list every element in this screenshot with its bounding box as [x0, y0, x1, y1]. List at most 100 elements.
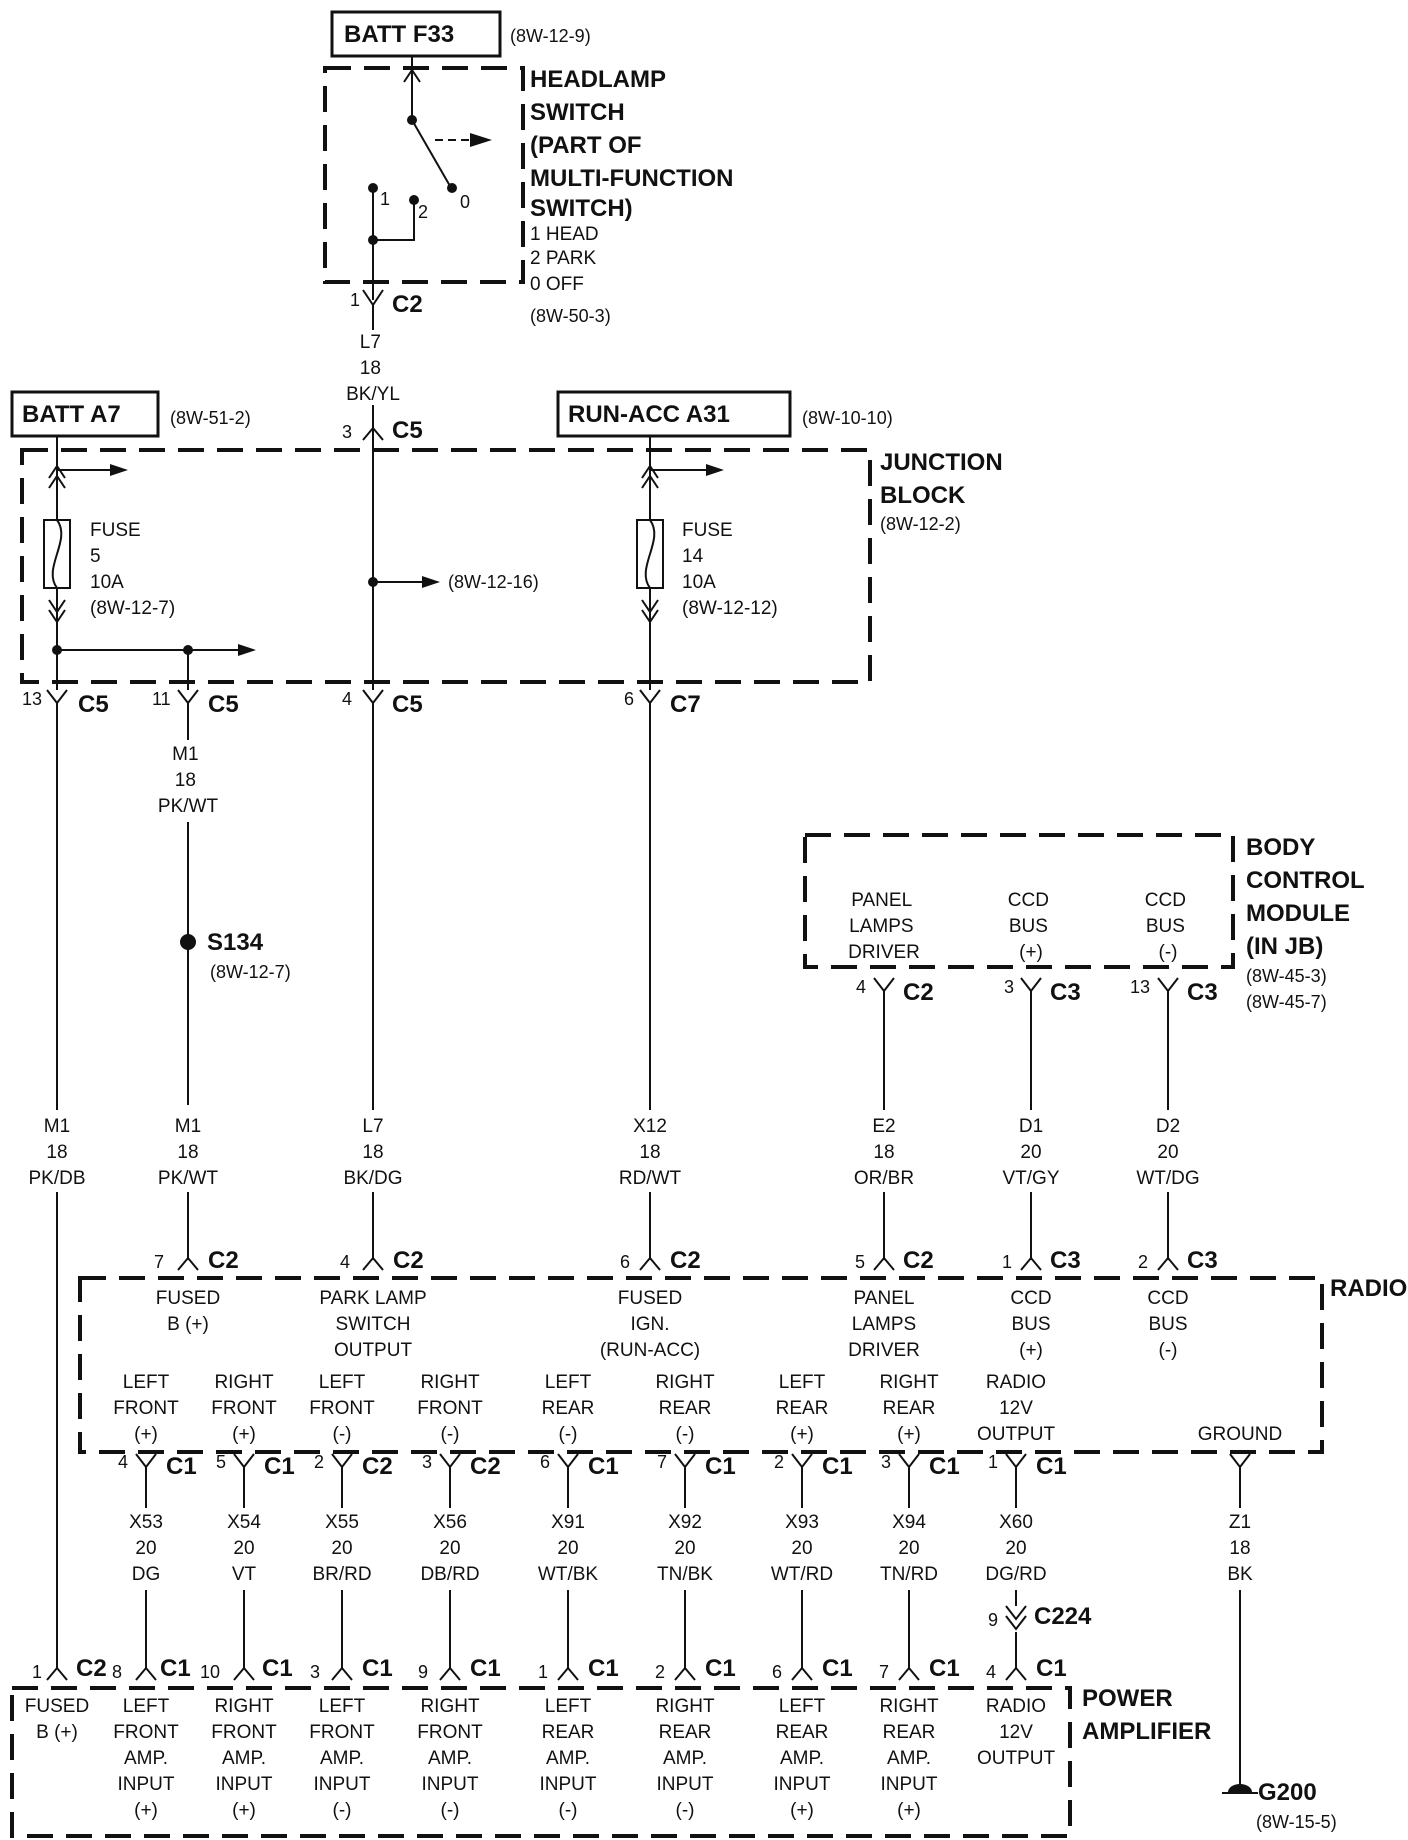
svg-text:13: 13	[1130, 977, 1150, 997]
batt-f33-label: BATT F33	[344, 21, 454, 48]
svg-text:4: 4	[340, 1252, 350, 1272]
jb-out-4-pin: 4	[342, 689, 352, 709]
svg-text:C3: C3	[1187, 979, 1218, 1006]
svg-text:GROUND: GROUND	[1198, 1424, 1282, 1445]
svg-text:7: 7	[154, 1252, 164, 1272]
svg-text:C3: C3	[1187, 1247, 1218, 1274]
headlamp-switch-title: HEADLAMP SWITCH (PART OF MULTI-FUNCTION …	[530, 66, 740, 222]
fuse-5-text: FUSE 5 10A (8W-12-7)	[90, 520, 175, 619]
svg-text:3: 3	[881, 1452, 891, 1472]
switch-c2-name: C2	[392, 291, 423, 318]
run-acc-a31-box	[556, 390, 792, 438]
bcm-pin-ccd-plus: CCD BUS (+) 3 C3	[1004, 890, 1081, 1006]
svg-text:6: 6	[540, 1452, 550, 1472]
svg-text:C1: C1	[166, 1453, 197, 1480]
jb-out-11-name: C5	[208, 691, 239, 718]
amplifier-title: POWER AMPLIFIER	[1082, 1685, 1211, 1745]
svg-text:5: 5	[216, 1452, 226, 1472]
switch-pos-0: 0	[460, 192, 470, 212]
jb-in-pin: 3	[342, 422, 352, 442]
svg-text:C1: C1	[929, 1655, 960, 1682]
switch-pos-2: 2	[418, 202, 428, 222]
wire-m1-short: M1 18 PK/WT	[158, 744, 219, 817]
svg-text:C1: C1	[588, 1453, 619, 1480]
svg-text:3: 3	[310, 1662, 320, 1682]
jb-out-11-pin: 11	[152, 689, 171, 709]
svg-text:3: 3	[422, 1452, 432, 1472]
svg-text:3: 3	[1004, 977, 1014, 997]
jb-out-13-name: C5	[78, 691, 109, 718]
svg-text:1: 1	[538, 1662, 548, 1682]
svg-text:C1: C1	[822, 1453, 853, 1480]
svg-text:(8W-15-5): (8W-15-5)	[1256, 1812, 1337, 1832]
svg-text:C3: C3	[1050, 979, 1081, 1006]
svg-text:C1: C1	[264, 1453, 295, 1480]
svg-text:C1: C1	[1036, 1453, 1067, 1480]
svg-text:C1: C1	[929, 1453, 960, 1480]
svg-text:C1: C1	[262, 1655, 293, 1682]
inline-connector-c224: 9 C224	[988, 1603, 1092, 1631]
svg-text:C3: C3	[1050, 1247, 1081, 1274]
fuse-14-text: FUSE 14 10A (8W-12-12)	[682, 520, 778, 619]
batt-f33-ref: (8W-12-9)	[510, 26, 591, 46]
run-acc-a31-ref: (8W-10-10)	[802, 408, 893, 428]
bcm-title: BODY CONTROL MODULE (IN JB)	[1246, 834, 1371, 960]
splice-s134-ref: (8W-12-7)	[210, 962, 291, 982]
run-acc-a31-label: RUN-ACC A31	[568, 401, 730, 428]
svg-text:C2: C2	[903, 1247, 934, 1274]
svg-text:C2: C2	[470, 1453, 501, 1480]
svg-text:C2: C2	[670, 1247, 701, 1274]
svg-text:8: 8	[112, 1662, 122, 1682]
headlamp-switch-ref: (8W-50-3)	[530, 306, 611, 326]
svg-text:C2: C2	[208, 1247, 239, 1274]
svg-text:4: 4	[118, 1452, 128, 1472]
switch-c2-pin: 1	[350, 290, 360, 310]
batt-f33-box	[330, 10, 502, 58]
svg-text:PANEL LAMPS DRIVER: PANEL LAMPS DRIVER	[848, 890, 920, 963]
batt-a7-label: BATT A7	[22, 401, 121, 428]
bcm-pin-panel-lamps: PANEL LAMPS DRIVER 4 C2	[848, 890, 934, 1006]
wire-l7-top: L7 18 BK/YL	[346, 332, 400, 405]
switch-pos-1: 1	[380, 189, 390, 209]
svg-text:4: 4	[986, 1662, 996, 1682]
svg-text:9: 9	[418, 1662, 428, 1682]
svg-text:CCD BUS (-): CCD BUS (-)	[1145, 890, 1191, 963]
batt-a7-ref: (8W-51-2)	[170, 408, 251, 428]
svg-text:1: 1	[988, 1452, 998, 1472]
radio-title: RADIO	[1330, 1275, 1407, 1302]
svg-text:C1: C1	[1036, 1655, 1067, 1682]
svg-text:CCD BUS (+): CCD BUS (+)	[1008, 890, 1054, 963]
svg-text:C2: C2	[76, 1655, 107, 1682]
svg-text:C1: C1	[705, 1453, 736, 1480]
svg-text:7: 7	[657, 1452, 667, 1472]
